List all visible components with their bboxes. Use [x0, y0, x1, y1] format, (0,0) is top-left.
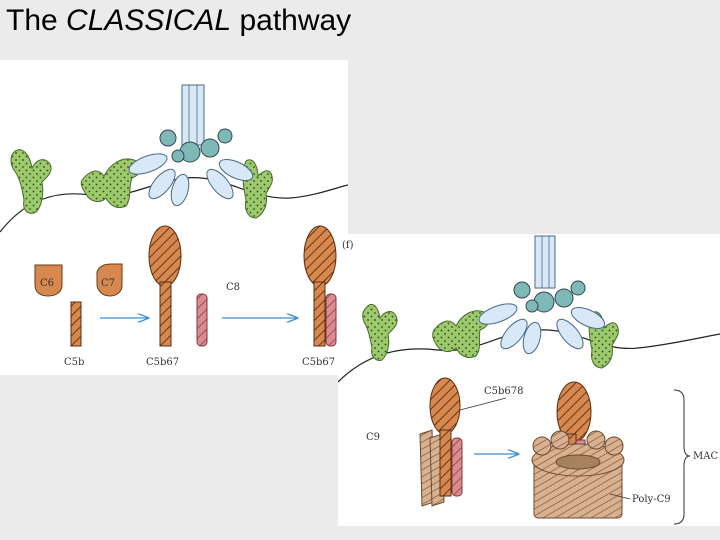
antibody-c1-complex — [128, 84, 254, 207]
title-prefix: The — [6, 4, 67, 37]
c5b-protein: C5b — [64, 301, 84, 368]
c8-protein: C8 — [196, 282, 240, 347]
c6-protein: C6 — [34, 264, 63, 297]
c7-protein: C7 — [96, 263, 123, 297]
label-c9: C9 — [366, 432, 380, 443]
diagram-mac-formation: (f) C9 C5b678 — [338, 235, 720, 525]
antigen-1 — [362, 303, 398, 361]
diagram-panel-mac: (f) C9 C5b678 — [338, 234, 720, 526]
title-suffix: pathway — [231, 4, 352, 37]
label-c5b: C5b — [64, 357, 84, 368]
label-mac: MAC — [693, 451, 718, 462]
diagram-panel-c5b67: C6 C7 C5b C5b67 C8 C5b67 — [0, 60, 348, 375]
label-c5b67: C5b67 — [146, 357, 179, 368]
label-poly-c9: Poly-C9 — [632, 494, 671, 505]
slide-title: The CLASSICAL pathway — [6, 4, 351, 38]
c5b678-with-c9: C9 — [366, 377, 463, 507]
antigen-2 — [432, 310, 490, 359]
antibody-c1-complex — [478, 235, 606, 355]
label-c5b678: C5b678 — [484, 386, 524, 397]
diagram-c5b67-assembly: C6 C7 C5b C5b67 C8 C5b67 — [0, 84, 348, 368]
c5b67-complex: C5b67 — [146, 225, 182, 368]
leader-c5b678 — [459, 397, 507, 411]
antigen-2 — [80, 158, 141, 209]
label-c5b67-bound: C5b67 — [302, 357, 335, 368]
title-emphasis: CLASSICAL — [66, 4, 232, 37]
label-step-f: (f) — [342, 240, 354, 251]
leader-poly-c9 — [609, 493, 631, 500]
label-c6: C6 — [40, 278, 54, 289]
c5b678-complex: C5b67 — [302, 225, 337, 368]
mac-bracket — [673, 389, 691, 525]
antigen-1 — [10, 149, 52, 214]
label-c8: C8 — [226, 282, 240, 293]
label-c7: C7 — [101, 278, 115, 289]
mac-pore — [531, 381, 625, 519]
